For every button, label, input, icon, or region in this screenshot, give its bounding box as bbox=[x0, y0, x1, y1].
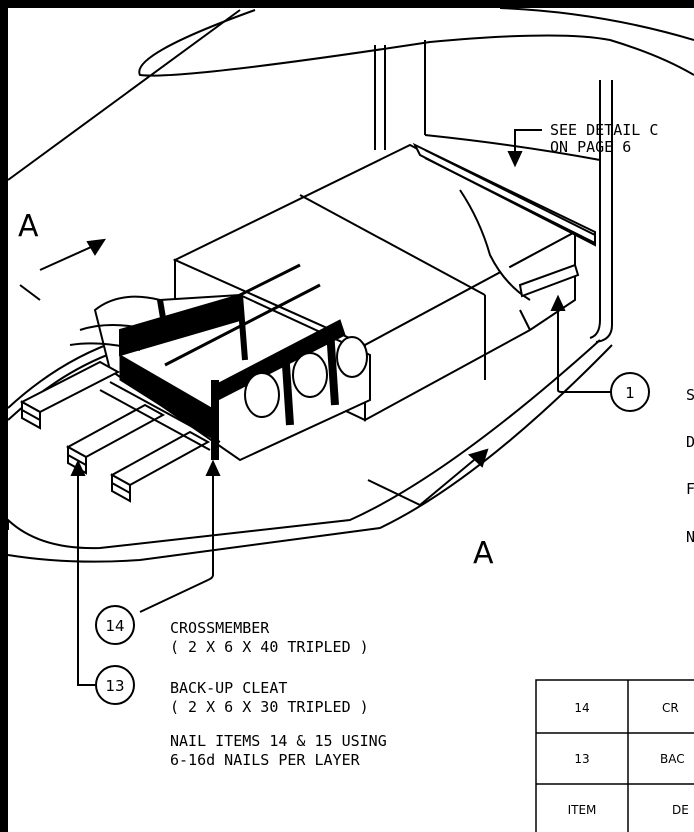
item-1-leader bbox=[550, 294, 611, 393]
table-row-2-item: 13 bbox=[574, 752, 589, 766]
section-arrows bbox=[19, 238, 489, 506]
side-letter-2: D bbox=[686, 433, 694, 451]
item-14-name: CROSSMEMBER bbox=[170, 619, 270, 637]
side-letter-4: N bbox=[686, 528, 694, 546]
item-1-number: 1 bbox=[625, 384, 635, 402]
item-14-spec: ( 2 X 6 X 40 TRIPLED ) bbox=[170, 638, 369, 656]
item-13-name: BACK-UP CLEAT bbox=[170, 679, 287, 697]
table-header-item: ITEM bbox=[568, 803, 597, 817]
item-14-bubble bbox=[95, 605, 135, 645]
item-13-leader bbox=[70, 459, 96, 686]
item-14-number: 14 bbox=[105, 617, 124, 635]
detail-note-line1: SEE DETAIL C bbox=[550, 121, 658, 139]
lumber-boards bbox=[19, 360, 221, 503]
item-13-bubble bbox=[95, 665, 135, 705]
table-row-1-desc: CR bbox=[662, 701, 679, 715]
table-row-2-desc: BAC bbox=[660, 752, 685, 766]
detail-leader bbox=[507, 129, 542, 168]
nail-note-line1: NAIL ITEMS 14 & 15 USING bbox=[170, 732, 387, 750]
item-1-bubble bbox=[610, 372, 650, 412]
parts-table bbox=[535, 679, 694, 832]
side-letter-3: F bbox=[686, 480, 694, 498]
side-letter-1: S bbox=[686, 386, 694, 404]
side-rail bbox=[424, 149, 596, 298]
item-14-leader bbox=[139, 459, 221, 613]
floor-outline bbox=[7, 339, 613, 563]
nail-note-line2: 6-16d NAILS PER LAYER bbox=[170, 751, 361, 769]
detail-note-line2: ON PAGE 6 bbox=[550, 138, 631, 156]
section-label-top: A bbox=[18, 209, 39, 244]
strapped-end bbox=[69, 263, 371, 462]
section-label-bottom: A bbox=[473, 536, 494, 571]
item-13-spec: ( 2 X 6 X 30 TRIPLED ) bbox=[170, 698, 369, 716]
item-13-number: 13 bbox=[105, 677, 124, 695]
table-header-desc: DE bbox=[672, 803, 689, 817]
table-row-1-item: 14 bbox=[574, 701, 589, 715]
